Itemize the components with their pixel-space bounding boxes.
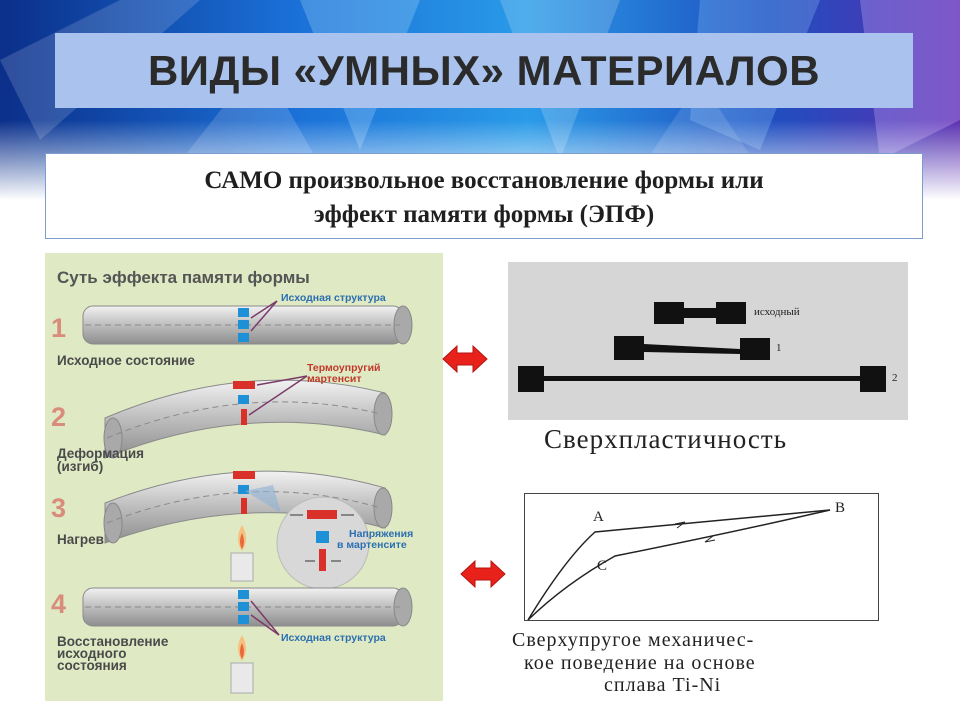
superplasticity-caption: Сверхпластичность xyxy=(544,424,788,454)
rod-recovered xyxy=(82,587,413,694)
superelastic-caption-1: Сверхупругое механичес- xyxy=(512,629,755,651)
subtitle-line-1: САМО произвольное восстановление формы и… xyxy=(204,167,764,194)
step-label-4c: состояния xyxy=(57,658,127,673)
rod-heated xyxy=(103,470,393,590)
subtitle-line-2: эффект памяти формы (ЭПФ) xyxy=(313,201,655,228)
specimens-image xyxy=(508,262,908,420)
annotation-martensite-2: мартенсит xyxy=(307,373,362,385)
specimen-label-1: 1 xyxy=(776,342,782,354)
shape-memory-panel: Суть эффекта памяти формы 1 Исходное сос… xyxy=(45,253,443,701)
step-label-2b: (изгиб) xyxy=(57,459,104,474)
double-arrow-icon xyxy=(442,344,488,374)
double-arrow-icon xyxy=(460,559,506,589)
subtitle-box: САМО произвольное восстановление формы и… xyxy=(45,153,923,239)
shape-memory-illustration xyxy=(82,300,413,694)
specimen-label-original: исходный xyxy=(754,306,800,318)
superelastic-graph: A B C xyxy=(524,493,879,621)
annotation-initial-structure-bottom: Исходная структура xyxy=(281,632,386,644)
step-number-3: 3 xyxy=(51,493,67,523)
point-label-b: B xyxy=(835,500,846,516)
step-number-2: 2 xyxy=(51,402,67,432)
step-label-4b: исходного xyxy=(57,646,127,661)
annotation-stress-1: Напряжения xyxy=(349,528,414,540)
step-label-3: Нагрев xyxy=(57,532,104,547)
point-label-a: A xyxy=(593,509,604,525)
step-label-2a: Деформация xyxy=(57,446,145,461)
annotation-initial-structure-top: Исходная структура xyxy=(281,292,386,304)
step-label-4a: Восстановление xyxy=(57,634,169,649)
annotation-martensite-1: Термоупругий xyxy=(307,362,381,374)
superplasticity-photo: исходный 1 2 xyxy=(508,262,908,420)
step-number-1: 1 xyxy=(51,313,67,343)
superelastic-caption-3: сплава Ti-Ni xyxy=(604,674,722,696)
specimen-label-2: 2 xyxy=(892,372,898,384)
point-label-c: C xyxy=(597,558,608,574)
rod-initial xyxy=(82,300,413,345)
hysteresis-curve xyxy=(527,509,831,621)
step-label-1: Исходное состояние xyxy=(57,353,195,368)
rod-deformed xyxy=(103,375,393,459)
panel-heading: Суть эффекта памяти формы xyxy=(57,268,310,287)
title-bar: ВИДЫ «УМНЫХ» МАТЕРИАЛОВ xyxy=(55,33,913,108)
annotation-stress-2: в мартенсите xyxy=(337,539,407,551)
slide-title: ВИДЫ «УМНЫХ» МАТЕРИАЛОВ xyxy=(147,46,821,94)
step-number-4: 4 xyxy=(51,589,67,619)
superelastic-caption-2: кое поведение на основе xyxy=(524,652,756,674)
